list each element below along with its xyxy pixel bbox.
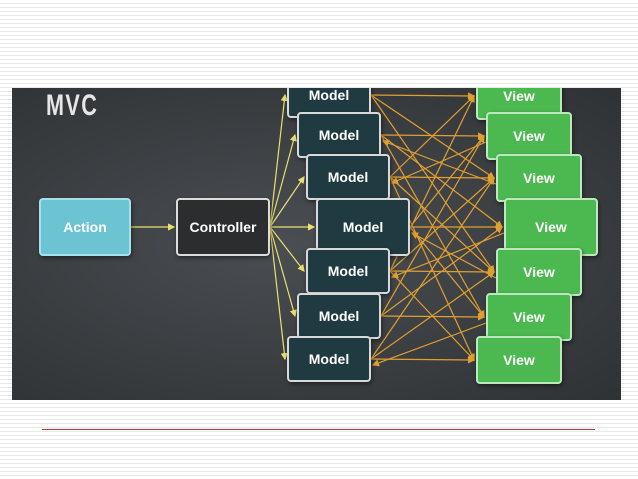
controller-to-model-arrow	[269, 226, 288, 361]
model-to-view-arrow	[389, 95, 475, 178]
view-label: View	[513, 128, 545, 144]
arrow-layer	[131, 92, 505, 367]
model-label: Model	[327, 263, 369, 279]
model-to-view-arrow	[409, 135, 485, 228]
controller-to-model-arrow	[269, 93, 288, 228]
view-label: View	[503, 352, 535, 368]
model-to-view-arrow	[370, 271, 495, 360]
model-box-3: Model	[306, 154, 390, 200]
model-to-view-arrow	[380, 134, 485, 317]
controller-box: Controller	[176, 198, 270, 256]
arrow-group	[131, 92, 505, 367]
controller-to-model-arrow	[269, 176, 305, 228]
model-box-6: Model	[297, 293, 381, 339]
model-label: Model	[308, 88, 350, 103]
controller-to-model-arrow	[269, 133, 297, 228]
view-label: View	[513, 309, 545, 325]
controller-to-model-arrow	[269, 226, 305, 272]
model-label: Model	[342, 219, 384, 235]
view-box-6: View	[486, 293, 572, 341]
model-box-2: Model	[297, 112, 381, 158]
model-box-7: Model	[287, 336, 371, 382]
view-label: View	[535, 219, 567, 235]
model-label: Model	[327, 169, 369, 185]
model-box-5: Model	[306, 248, 390, 294]
view-box-5: View	[496, 248, 582, 296]
model-label: Model	[308, 351, 350, 367]
mvc-diagram: MVC Action Controller Model Model Model …	[12, 88, 621, 400]
view-box-2: View	[486, 112, 572, 160]
view-label: View	[503, 88, 535, 104]
view-box-3: View	[496, 154, 582, 202]
view-box-4: View	[504, 198, 598, 256]
model-label: Model	[318, 308, 360, 324]
view-label: View	[523, 170, 555, 186]
action-label: Action	[63, 219, 107, 235]
view-label: View	[523, 264, 555, 280]
model-label: Model	[318, 127, 360, 143]
view-to-model-arrow	[371, 322, 487, 367]
footer-rule	[42, 429, 595, 430]
controller-to-model-arrow	[269, 226, 297, 318]
model-to-view-arrow	[370, 92, 476, 100]
action-box: Action	[39, 198, 131, 256]
view-to-model-arrow	[381, 139, 497, 185]
diagram-title: MVC	[46, 89, 99, 122]
model-to-view-arrow	[389, 174, 496, 182]
view-box-7: View	[476, 336, 562, 384]
controller-label: Controller	[189, 219, 257, 235]
view-to-model-arrow	[410, 232, 497, 279]
view-to-model-arrow	[390, 232, 505, 279]
model-box-4: Model	[316, 198, 410, 256]
model-to-view-arrow	[380, 134, 503, 228]
